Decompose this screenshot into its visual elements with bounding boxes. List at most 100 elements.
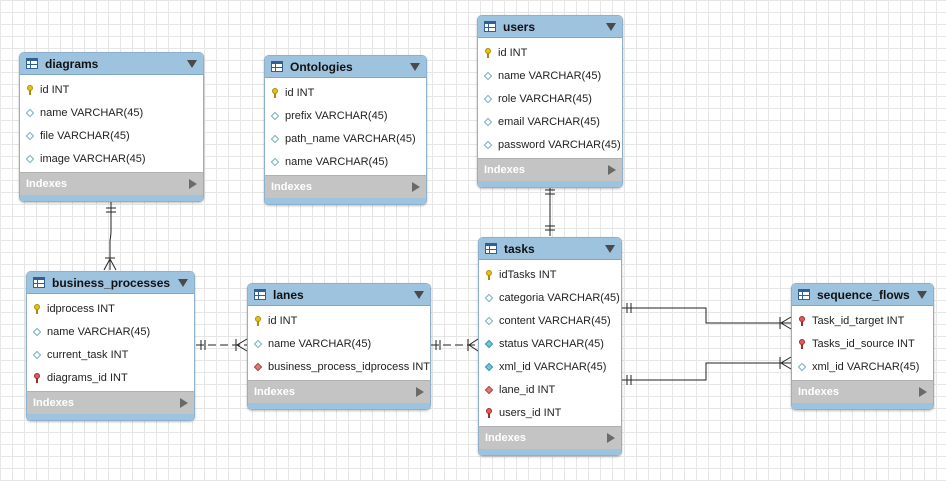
column-row[interactable]: diagrams_id INT (27, 366, 194, 389)
foreign-key-icon (32, 372, 42, 383)
column-label: diagrams_id INT (47, 371, 128, 384)
column-row[interactable]: Tasks_id_source INT (792, 332, 933, 355)
column-row[interactable]: image VARCHAR(45) (20, 147, 203, 170)
expand-arrow-icon[interactable] (180, 398, 188, 408)
expand-arrow-icon[interactable] (416, 387, 424, 397)
column-row[interactable]: name VARCHAR(45) (27, 320, 194, 343)
table-header[interactable]: Ontologies (265, 56, 426, 78)
collapse-caret-icon[interactable] (410, 62, 420, 71)
column-row[interactable]: categoria VARCHAR(45) (479, 286, 621, 309)
table-header[interactable]: lanes (248, 284, 430, 306)
column-icon (270, 134, 280, 144)
column-row[interactable]: xml_id VARCHAR(45) (479, 355, 621, 378)
rel-users-tasks (545, 184, 555, 236)
indexes-section[interactable]: Indexes (20, 172, 203, 195)
table-header[interactable]: diagrams (20, 53, 203, 75)
column-list: Task_id_target INT Tasks_id_source INT xml… (792, 306, 933, 380)
indexes-section[interactable]: Indexes (479, 426, 621, 449)
expand-arrow-icon[interactable] (189, 179, 197, 189)
table-footer (27, 414, 194, 420)
column-label: current_task INT (47, 348, 129, 361)
indexes-section[interactable]: Indexes (248, 380, 430, 403)
column-row[interactable]: name VARCHAR(45) (20, 101, 203, 124)
column-row[interactable]: id INT (20, 78, 203, 101)
table-header[interactable]: users (478, 16, 622, 38)
column-icon (483, 71, 493, 81)
primary-key-icon (32, 303, 42, 314)
column-icon (484, 316, 494, 326)
column-row[interactable]: idprocess INT (27, 297, 194, 320)
indexes-section[interactable]: Indexes (27, 391, 194, 414)
expand-arrow-icon[interactable] (608, 165, 616, 175)
column-row[interactable]: Task_id_target INT (792, 309, 933, 332)
column-row[interactable]: password VARCHAR(45) (478, 133, 622, 156)
primary-key-icon (484, 269, 494, 280)
column-row[interactable]: name VARCHAR(45) (248, 332, 430, 355)
collapse-caret-icon[interactable] (605, 244, 615, 253)
indexes-section[interactable]: Indexes (265, 175, 426, 198)
column-icon (270, 157, 280, 167)
column-row[interactable]: status VARCHAR(45) (479, 332, 621, 355)
not-null-column-icon (484, 362, 494, 372)
indexes-section[interactable]: Indexes (478, 158, 622, 181)
collapse-caret-icon[interactable] (187, 59, 197, 68)
column-row[interactable]: path_name VARCHAR(45) (265, 127, 426, 150)
column-row[interactable]: business_process_idprocess INT (248, 355, 430, 378)
column-row[interactable]: content VARCHAR(45) (479, 309, 621, 332)
column-row[interactable]: users_id INT (479, 401, 621, 424)
column-icon (25, 154, 35, 164)
table-header[interactable]: business_processes (27, 272, 194, 294)
column-icon (253, 339, 263, 349)
column-row[interactable]: name VARCHAR(45) (265, 150, 426, 173)
expand-arrow-icon[interactable] (607, 433, 615, 443)
column-row[interactable]: email VARCHAR(45) (478, 110, 622, 133)
rel-tasks-sequence-flows-target (622, 303, 792, 330)
column-row[interactable]: prefix VARCHAR(45) (265, 104, 426, 127)
column-row[interactable]: xml_id VARCHAR(45) (792, 355, 933, 378)
column-label: password VARCHAR(45) (498, 138, 621, 151)
table-header[interactable]: sequence_flows (792, 284, 933, 306)
column-label: image VARCHAR(45) (40, 152, 146, 165)
foreign-key-icon (484, 407, 494, 418)
column-row[interactable]: name VARCHAR(45) (478, 64, 622, 87)
column-row[interactable]: id INT (248, 309, 430, 332)
table-icon (33, 277, 45, 288)
table-name: sequence_flows (817, 287, 910, 302)
column-row[interactable]: id INT (478, 41, 622, 64)
column-label: Tasks_id_source INT (812, 337, 915, 350)
table-name: users (503, 19, 536, 34)
indexes-label: Indexes (254, 386, 295, 398)
column-label: path_name VARCHAR(45) (285, 132, 416, 145)
collapse-caret-icon[interactable] (178, 278, 188, 287)
indexes-label: Indexes (484, 164, 525, 176)
collapse-caret-icon[interactable] (917, 290, 927, 299)
column-row[interactable]: file VARCHAR(45) (20, 124, 203, 147)
column-label: xml_id VARCHAR(45) (812, 360, 920, 373)
column-row[interactable]: role VARCHAR(45) (478, 87, 622, 110)
column-icon (797, 362, 807, 372)
column-icon (25, 108, 35, 118)
column-row[interactable]: current_task INT (27, 343, 194, 366)
collapse-caret-icon[interactable] (606, 22, 616, 31)
column-label: prefix VARCHAR(45) (285, 109, 388, 122)
indexes-section[interactable]: Indexes (792, 380, 933, 403)
table-header[interactable]: tasks (479, 238, 621, 260)
column-row[interactable]: idTasks INT (479, 263, 621, 286)
table-ontologies[interactable]: Ontologies id INT prefix VARCHAR(45) path_n… (264, 55, 427, 205)
column-list: id INT prefix VARCHAR(45) path_name VARCHA… (265, 78, 426, 175)
collapse-caret-icon[interactable] (414, 290, 424, 299)
column-label: xml_id VARCHAR(45) (499, 360, 607, 373)
column-row[interactable]: lane_id INT (479, 378, 621, 401)
table-icon (271, 61, 283, 72)
column-row[interactable]: id INT (265, 81, 426, 104)
indexes-label: Indexes (33, 397, 74, 409)
expand-arrow-icon[interactable] (412, 182, 420, 192)
expand-arrow-icon[interactable] (919, 387, 927, 397)
